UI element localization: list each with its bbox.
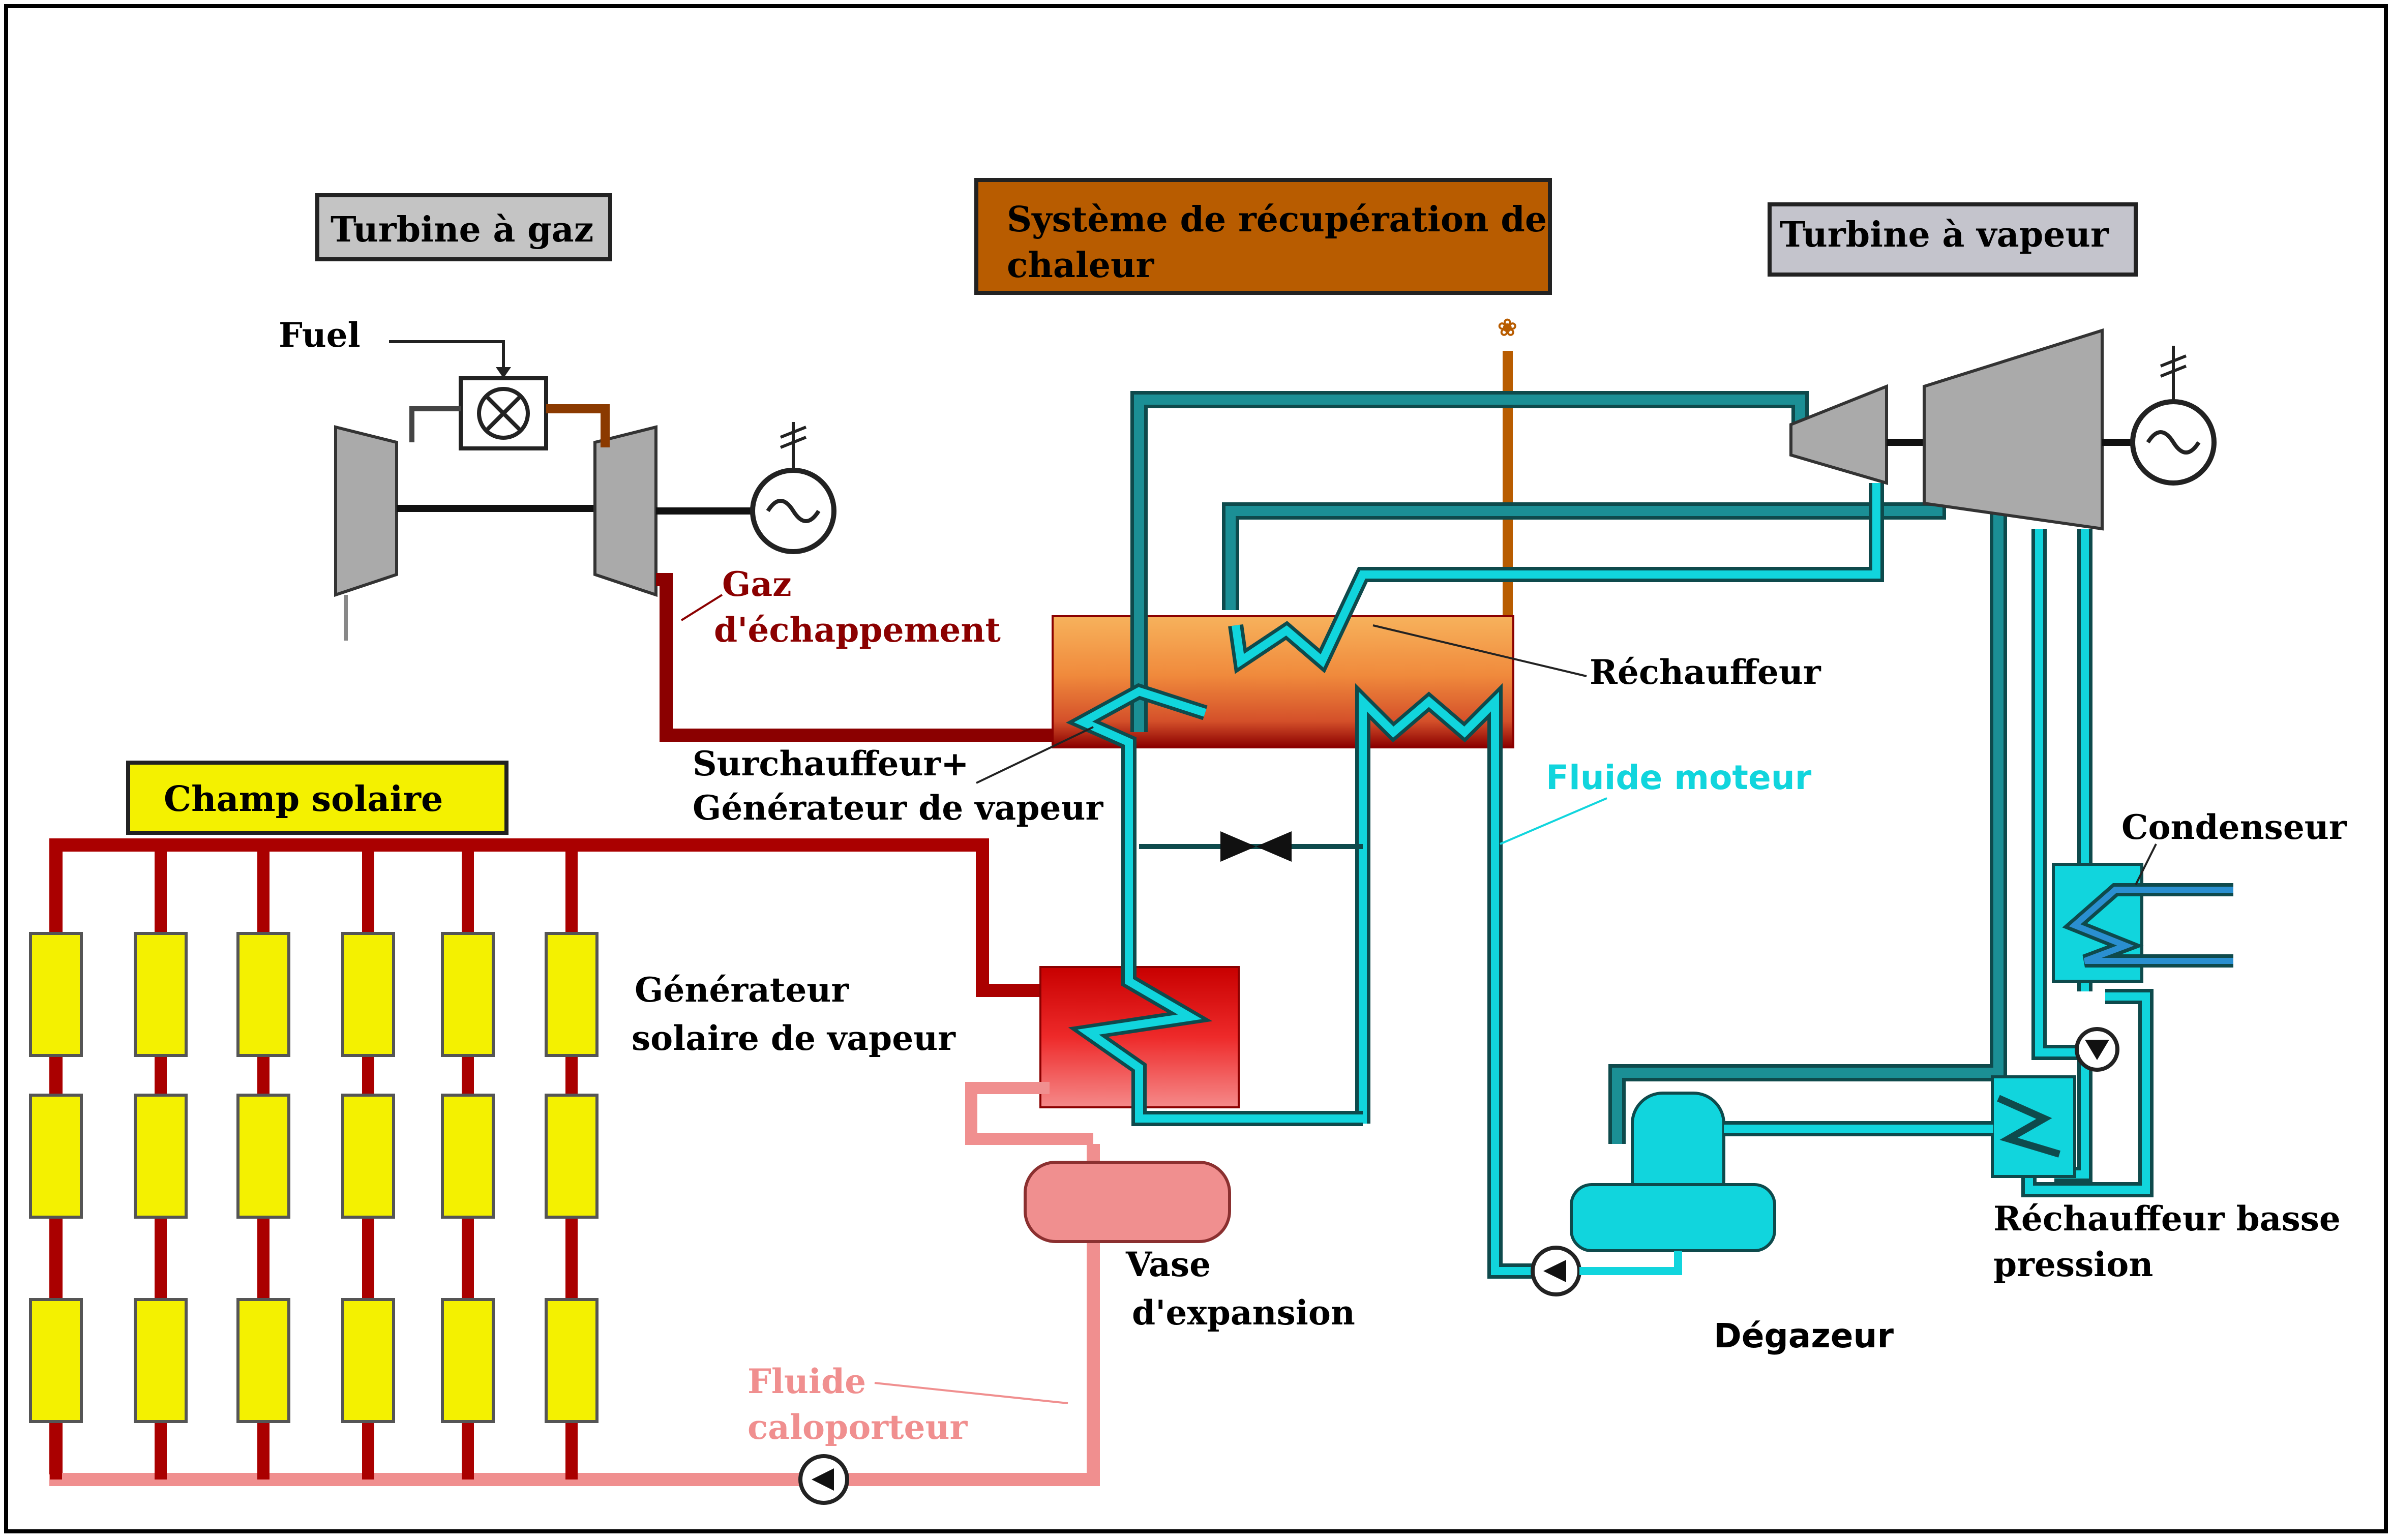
collector-column-5 [442, 845, 493, 1479]
deaerator-label: Dégazeur [1714, 1316, 1894, 1355]
chimney [1503, 351, 1513, 615]
heat-recovery-label-1: Système de récupération de [1007, 199, 1547, 240]
compressor-shape [334, 425, 398, 597]
valve-right [1256, 831, 1292, 862]
heat-recovery-label-box: Système de récupération de chaleur [974, 178, 1552, 295]
solar-field-label-box [126, 761, 509, 835]
exhaust-duct [656, 573, 1053, 742]
gas-turbine-label: Turbine à gaz [331, 209, 593, 250]
gt-turbine-shape [593, 425, 657, 597]
superheater-label-2: Générateur de vapeur [693, 788, 1103, 828]
lp-turbine-shape [1923, 328, 2104, 531]
frame [4, 4, 2388, 1533]
hp-turbine-shape [1789, 384, 1888, 486]
condenser [2052, 863, 2233, 983]
collector-column-1 [31, 845, 81, 1479]
exhaust-label-2: d'échappement [714, 610, 1001, 650]
condenser-label: Condenseur [2121, 807, 2347, 847]
collector-column-4 [343, 845, 394, 1479]
collector-column-6 [546, 845, 597, 1479]
valve-left [1220, 831, 1256, 862]
steam-turbine-label: Turbine à vapeur [1780, 215, 2109, 255]
solar-collectors [31, 845, 597, 1479]
deaerator [1570, 1092, 1993, 1252]
expansion-vessel-label-1: Vase [1125, 1245, 1211, 1284]
htf-label-1: Fluide [747, 1362, 866, 1401]
exhaust-label-1: Gaz [722, 564, 792, 604]
collector-column-2 [135, 845, 186, 1479]
evaporator-coil [1355, 683, 1556, 1279]
heat-recovery-label-2: chaleur [1007, 245, 1154, 286]
reheater-label: Réchauffeur [1590, 652, 1821, 692]
steam-turbine-label-box: Turbine à vapeur [1768, 202, 2138, 277]
htf-label-2: caloporteur [747, 1407, 968, 1447]
lp-heater [1991, 1075, 2076, 1178]
gas-turbine-label-box: Turbine à gaz [315, 193, 612, 261]
solar-generator-label-1: Générateur [635, 970, 849, 1010]
working-fluid-label: Fluide moteur [1546, 758, 1812, 797]
expansion-vessel-label-2: d'expansion [1132, 1293, 1355, 1333]
steam-turbine [1789, 328, 2217, 531]
lp-heater-label-1: Réchauffeur basse [1993, 1199, 2341, 1239]
lp-heater-label-2: pression [1993, 1245, 2153, 1284]
gas-turbine: Fuel [279, 315, 836, 641]
smoke-icon: ❀ [1498, 314, 1517, 341]
solar-field-label: Champ solaire [164, 779, 443, 820]
solar-generator-coil [1077, 864, 1363, 1123]
solar-generator-label-2: solaire de vapeur [632, 1018, 956, 1058]
collector-column-3 [238, 845, 289, 1479]
fuel-label: Fuel [279, 315, 361, 355]
expansion-vessel [1024, 1161, 1231, 1243]
superheater-label-1: Surchauffeur+ [693, 744, 969, 783]
